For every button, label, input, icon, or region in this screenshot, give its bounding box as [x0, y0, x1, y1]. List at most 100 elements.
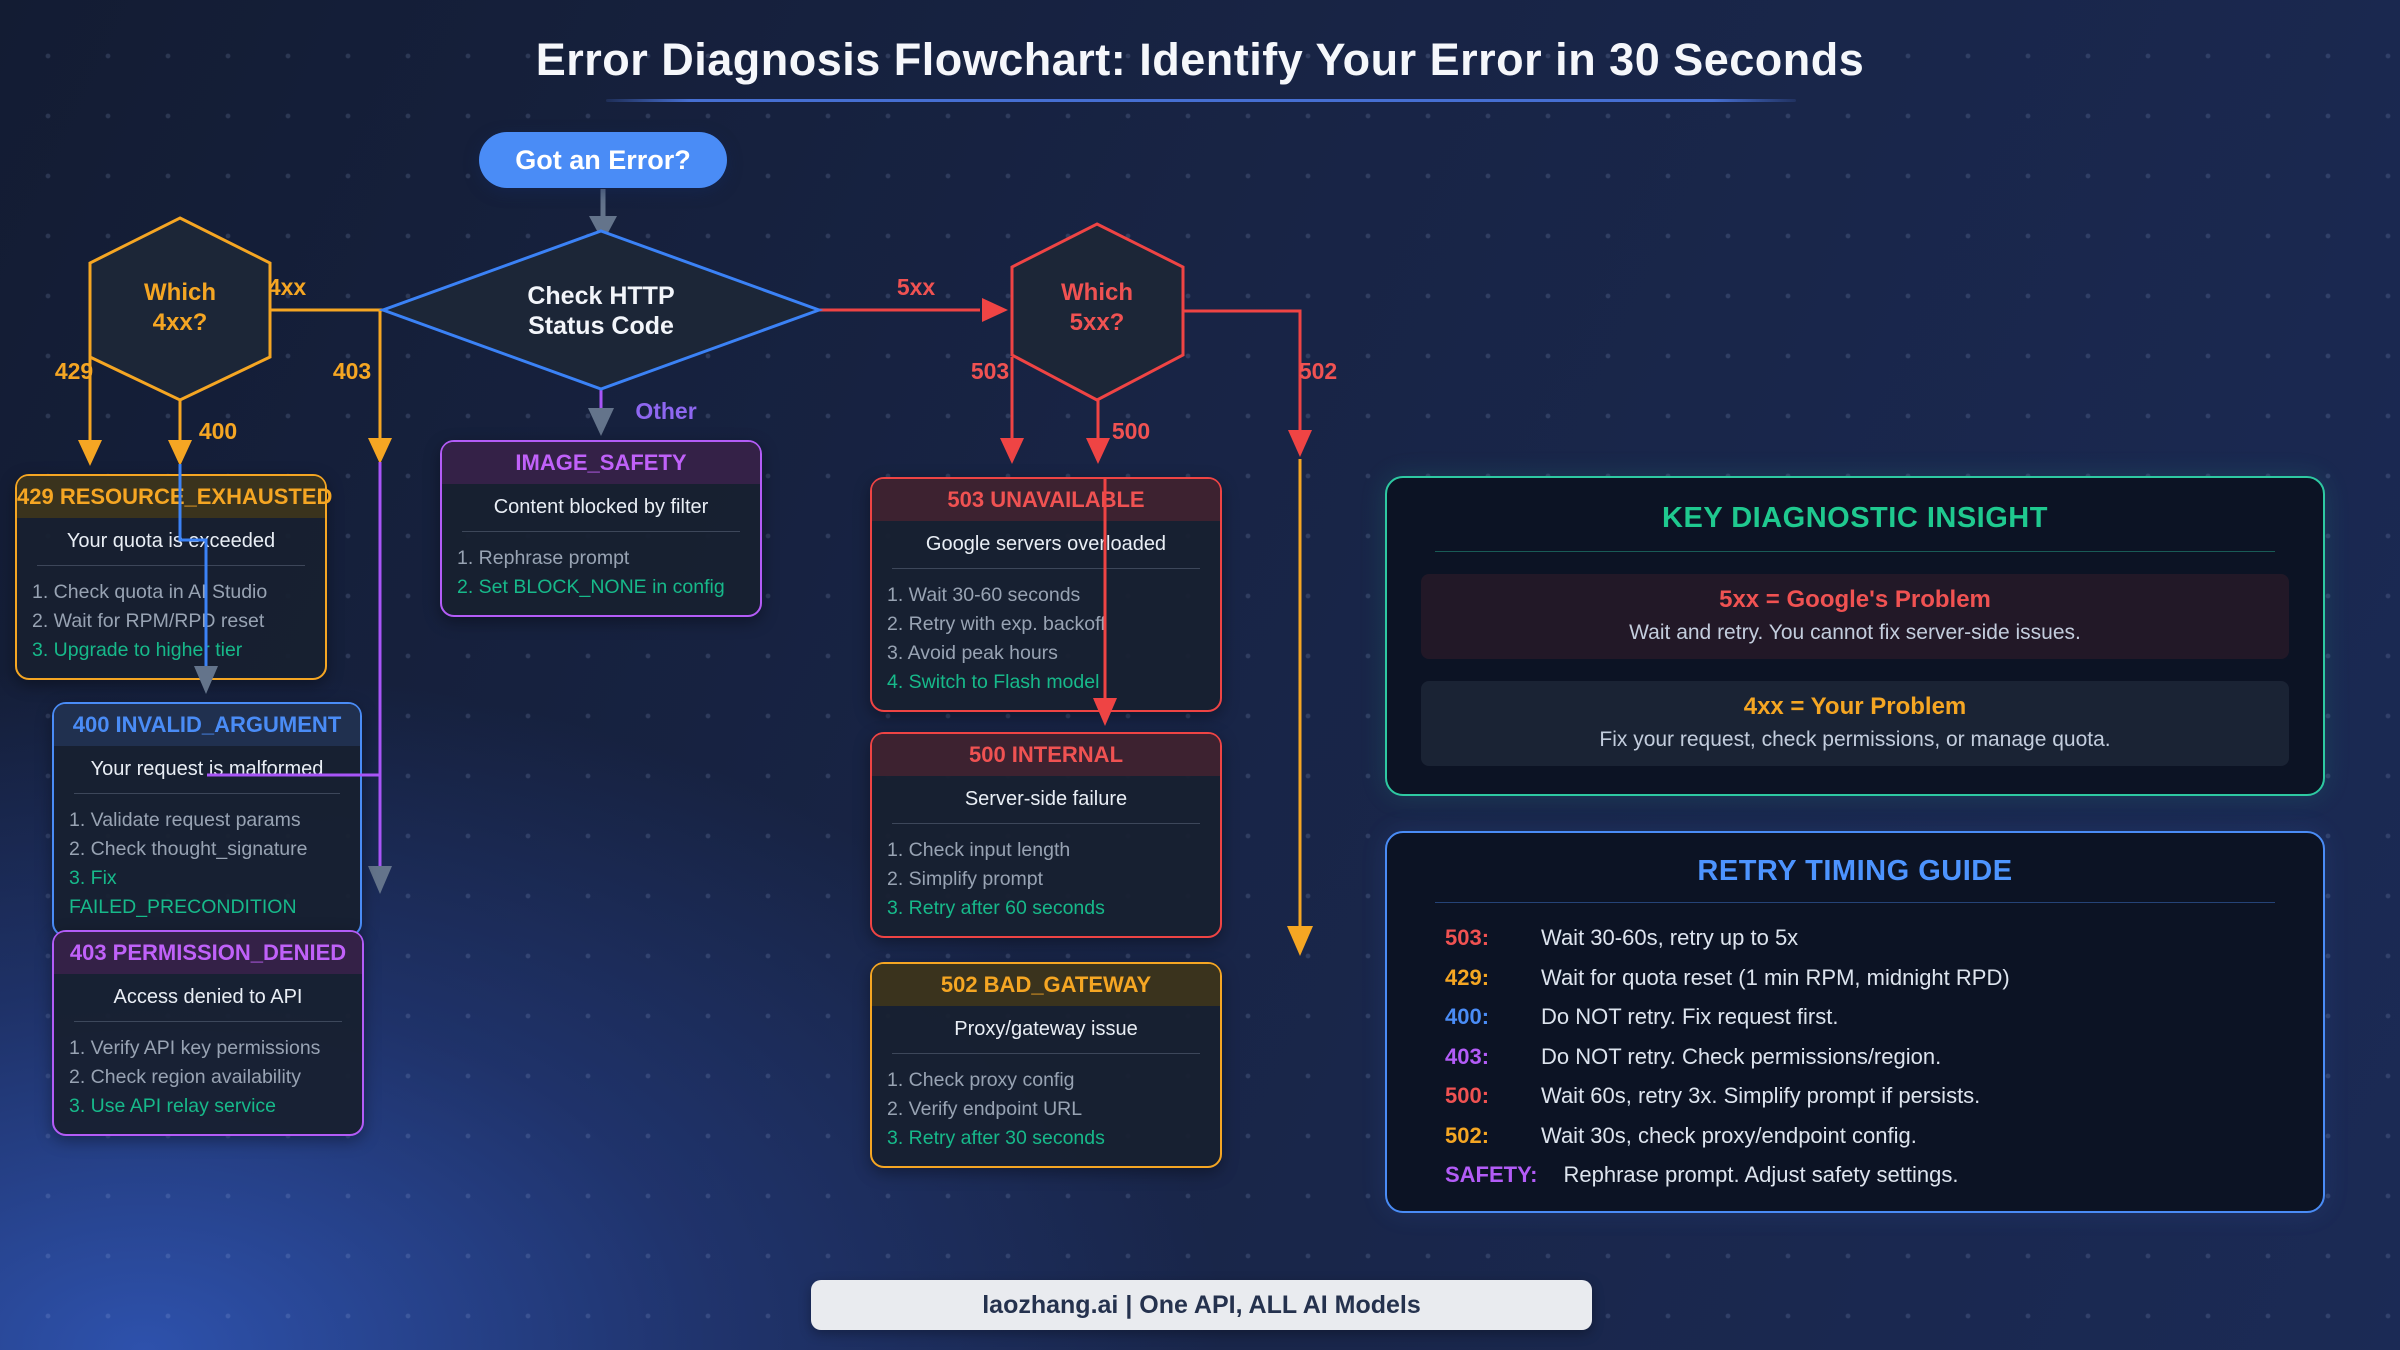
card-502-step-2: 2. Verify endpoint URL [887, 1098, 1083, 1120]
page-title: Error Diagnosis Flowchart: Identify Your… [535, 34, 1865, 85]
insight-5xx-heading: 5xx = Google's Problem [1719, 586, 1991, 613]
card-429-step-2: 2. Wait for RPM/RPD reset [32, 610, 265, 632]
card-403-step-2: 2. Check region availability [69, 1066, 301, 1088]
insight-5xx-body: Wait and retry. You cannot fix server-si… [1629, 621, 2081, 644]
divider [37, 565, 305, 566]
card-400-step-1: 1. Validate request params [69, 809, 301, 831]
retry-text-429: Wait for quota reset (1 min RPM, midnigh… [1541, 964, 2010, 990]
card-429-step-3: 3. Upgrade to higher tier [32, 639, 243, 661]
decision-http-line2: Status Code [528, 312, 674, 340]
divider [892, 823, 1200, 824]
divider [892, 1053, 1200, 1054]
decision-4xx-line2: 4xx? [152, 309, 208, 336]
card-image-safety-step-1: 1. Rephrase prompt [457, 547, 630, 569]
retry-code-safety: SAFETY: [1445, 1162, 1538, 1187]
card-502-step-3: 3. Retry after 30 seconds [887, 1127, 1105, 1149]
edge-label-5xx: 5xx [896, 274, 936, 300]
card-500-step-3: 3. Retry after 60 seconds [887, 897, 1105, 919]
retry-code-500: 500: [1445, 1083, 1490, 1108]
card-503-unavailable: 503 UNAVAILABLE Google servers overloade… [870, 477, 1222, 712]
card-429-title: 429 RESOURCE_EXHAUSTED [17, 476, 332, 518]
card-503-step-3: 3. Avoid peak hours [887, 642, 1058, 664]
insight-4xx-heading: 4xx = Your Problem [1743, 693, 1967, 720]
card-429-step-1: 1. Check quota in AI Studio [32, 581, 268, 603]
decision-http-label: Check HTTP Status Code [451, 281, 751, 341]
card-400-step-3: 3. Fix FAILED_PRECONDITION [69, 867, 297, 918]
card-image-safety-step-2: 2. Set BLOCK_NONE in config [457, 576, 725, 598]
card-500-step-2: 2. Simplify prompt [887, 868, 1044, 890]
decision-4xx-label: Which 4xx? [80, 278, 280, 338]
insight-panel-title: KEY DIAGNOSTIC INSIGHT [1662, 502, 2048, 534]
divider [892, 568, 1200, 569]
card-502-step-1: 1. Check proxy config [887, 1069, 1075, 1091]
retry-text-503: Wait 30-60s, retry up to 5x [1541, 925, 1799, 950]
decision-5xx-line1: Which [1061, 279, 1133, 306]
card-image-safety-subtitle: Content blocked by filter [493, 496, 709, 518]
title-underline [606, 99, 1796, 102]
retry-timing-guide-panel: RETRY TIMING GUIDE 503: Wait 30-60s, retr… [1385, 831, 2325, 1213]
card-502-bad-gateway: 502 BAD_GATEWAY Proxy/gateway issue 1. C… [870, 962, 1222, 1168]
card-403-permission-denied: 403 PERMISSION_DENIED Access denied to A… [52, 930, 364, 1136]
divider [1435, 902, 2275, 903]
card-429-resource-exhausted: 429 RESOURCE_EXHAUSTED Your quota is exc… [15, 474, 332, 680]
card-503-step-1: 1. Wait 30-60 seconds [887, 584, 1081, 606]
card-image-safety-title: IMAGE_SAFETY [442, 442, 760, 484]
footer-banner: laozhang.ai | One API, ALL AI Models [811, 1280, 1592, 1330]
retry-row-403: 403:Do NOT retry. Check permissions/regi… [1445, 1044, 2303, 1084]
card-400-title: 400 INVALID_ARGUMENT [54, 704, 360, 746]
card-400-invalid-argument: 400 INVALID_ARGUMENT Your request is mal… [52, 702, 362, 937]
card-500-internal: 500 INTERNAL Server-side failure 1. Chec… [870, 732, 1222, 938]
decision-http-line1: Check HTTP [527, 282, 675, 310]
card-400-step-2: 2. Check thought_signature [69, 838, 308, 860]
retry-row-502: 502:Wait 30s, check proxy/endpoint confi… [1445, 1123, 2303, 1163]
retry-code-429: 429: [1445, 964, 1490, 990]
decision-5xx-line2: 5xx? [1069, 309, 1125, 336]
retry-code-502: 502: [1445, 1122, 1490, 1148]
retry-code-403: 403: [1445, 1043, 1490, 1069]
edge-label-other: Other [635, 398, 697, 424]
card-500-title: 500 INTERNAL [872, 734, 1220, 776]
card-503-subtitle: Google servers overloaded [925, 533, 1167, 555]
edge-label-403: 403 [332, 358, 372, 384]
edge-label-4xx: 4xx [267, 274, 307, 300]
retry-panel-title: RETRY TIMING GUIDE [1697, 855, 2013, 887]
card-503-step-2: 2. Retry with exp. backoff [887, 613, 1106, 635]
divider [74, 1021, 342, 1022]
insight-item-5xx: 5xx = Google's Problem Wait and retry. Y… [1421, 574, 2289, 659]
retry-row-400: 400: Do NOT retry. Fix request first. [1445, 1004, 2303, 1044]
retry-row-500: 500: Wait 60s, retry 3x. Simplify prompt … [1445, 1083, 2303, 1123]
retry-text-400: Do NOT retry. Fix request first. [1541, 1004, 1839, 1029]
divider [462, 531, 740, 532]
insight-4xx-body: Fix your request, check permissions, or … [1599, 728, 2111, 751]
decision-5xx-label: Which 5xx? [997, 278, 1197, 338]
start-node: Got an Error? [479, 132, 727, 188]
divider [74, 793, 340, 794]
card-503-step-4: 4. Switch to Flash model [887, 671, 1100, 693]
insight-item-4xx: 4xx = Your Problem Fix your request, che… [1421, 681, 2289, 766]
card-400-subtitle: Your request is malformed [90, 758, 324, 780]
edge-label-429: 429 [54, 358, 94, 384]
edge-label-500: 500 [1111, 418, 1151, 444]
decision-4xx-line1: Which [144, 279, 216, 306]
card-image-safety: IMAGE_SAFETY Content blocked by filter 1… [440, 440, 762, 617]
card-500-subtitle: Server-side failure [964, 788, 1128, 810]
key-diagnostic-insight-panel: KEY DIAGNOSTIC INSIGHT 5xx = Google's Pr… [1385, 476, 2325, 796]
retry-code-400: 400: [1445, 1004, 1490, 1029]
divider [1435, 551, 2275, 552]
card-429-subtitle: Your quota is exceeded [66, 530, 276, 552]
card-403-title: 403 PERMISSION_DENIED [54, 932, 362, 974]
card-502-subtitle: Proxy/gateway issue [954, 1018, 1138, 1040]
edge-label-400: 400 [198, 418, 238, 444]
card-403-subtitle: Access denied to API [113, 986, 303, 1008]
card-403-step-1: 1. Verify API key permissions [69, 1037, 321, 1059]
card-502-title: 502 BAD_GATEWAY [872, 964, 1220, 1006]
retry-row-429: 429: Wait for quota reset (1 min RPM, mid… [1445, 965, 2303, 1005]
retry-text-500: Wait 60s, retry 3x. Simplify prompt if p… [1541, 1083, 1981, 1108]
retry-rows: 503: Wait 30-60s, retry up to 5x 429: Wait… [1445, 925, 2303, 1202]
card-503-title: 503 UNAVAILABLE [872, 479, 1220, 521]
retry-text-safety: Rephrase prompt. Adjust safety settings. [1563, 1162, 1959, 1187]
retry-row-safety: SAFETY: Rephrase prompt. Adjust safety se… [1445, 1162, 2303, 1202]
retry-code-503: 503: [1445, 925, 1490, 950]
card-403-step-3: 3. Use API relay service [69, 1095, 276, 1117]
retry-row-503: 503: Wait 30-60s, retry up to 5x [1445, 925, 2303, 965]
